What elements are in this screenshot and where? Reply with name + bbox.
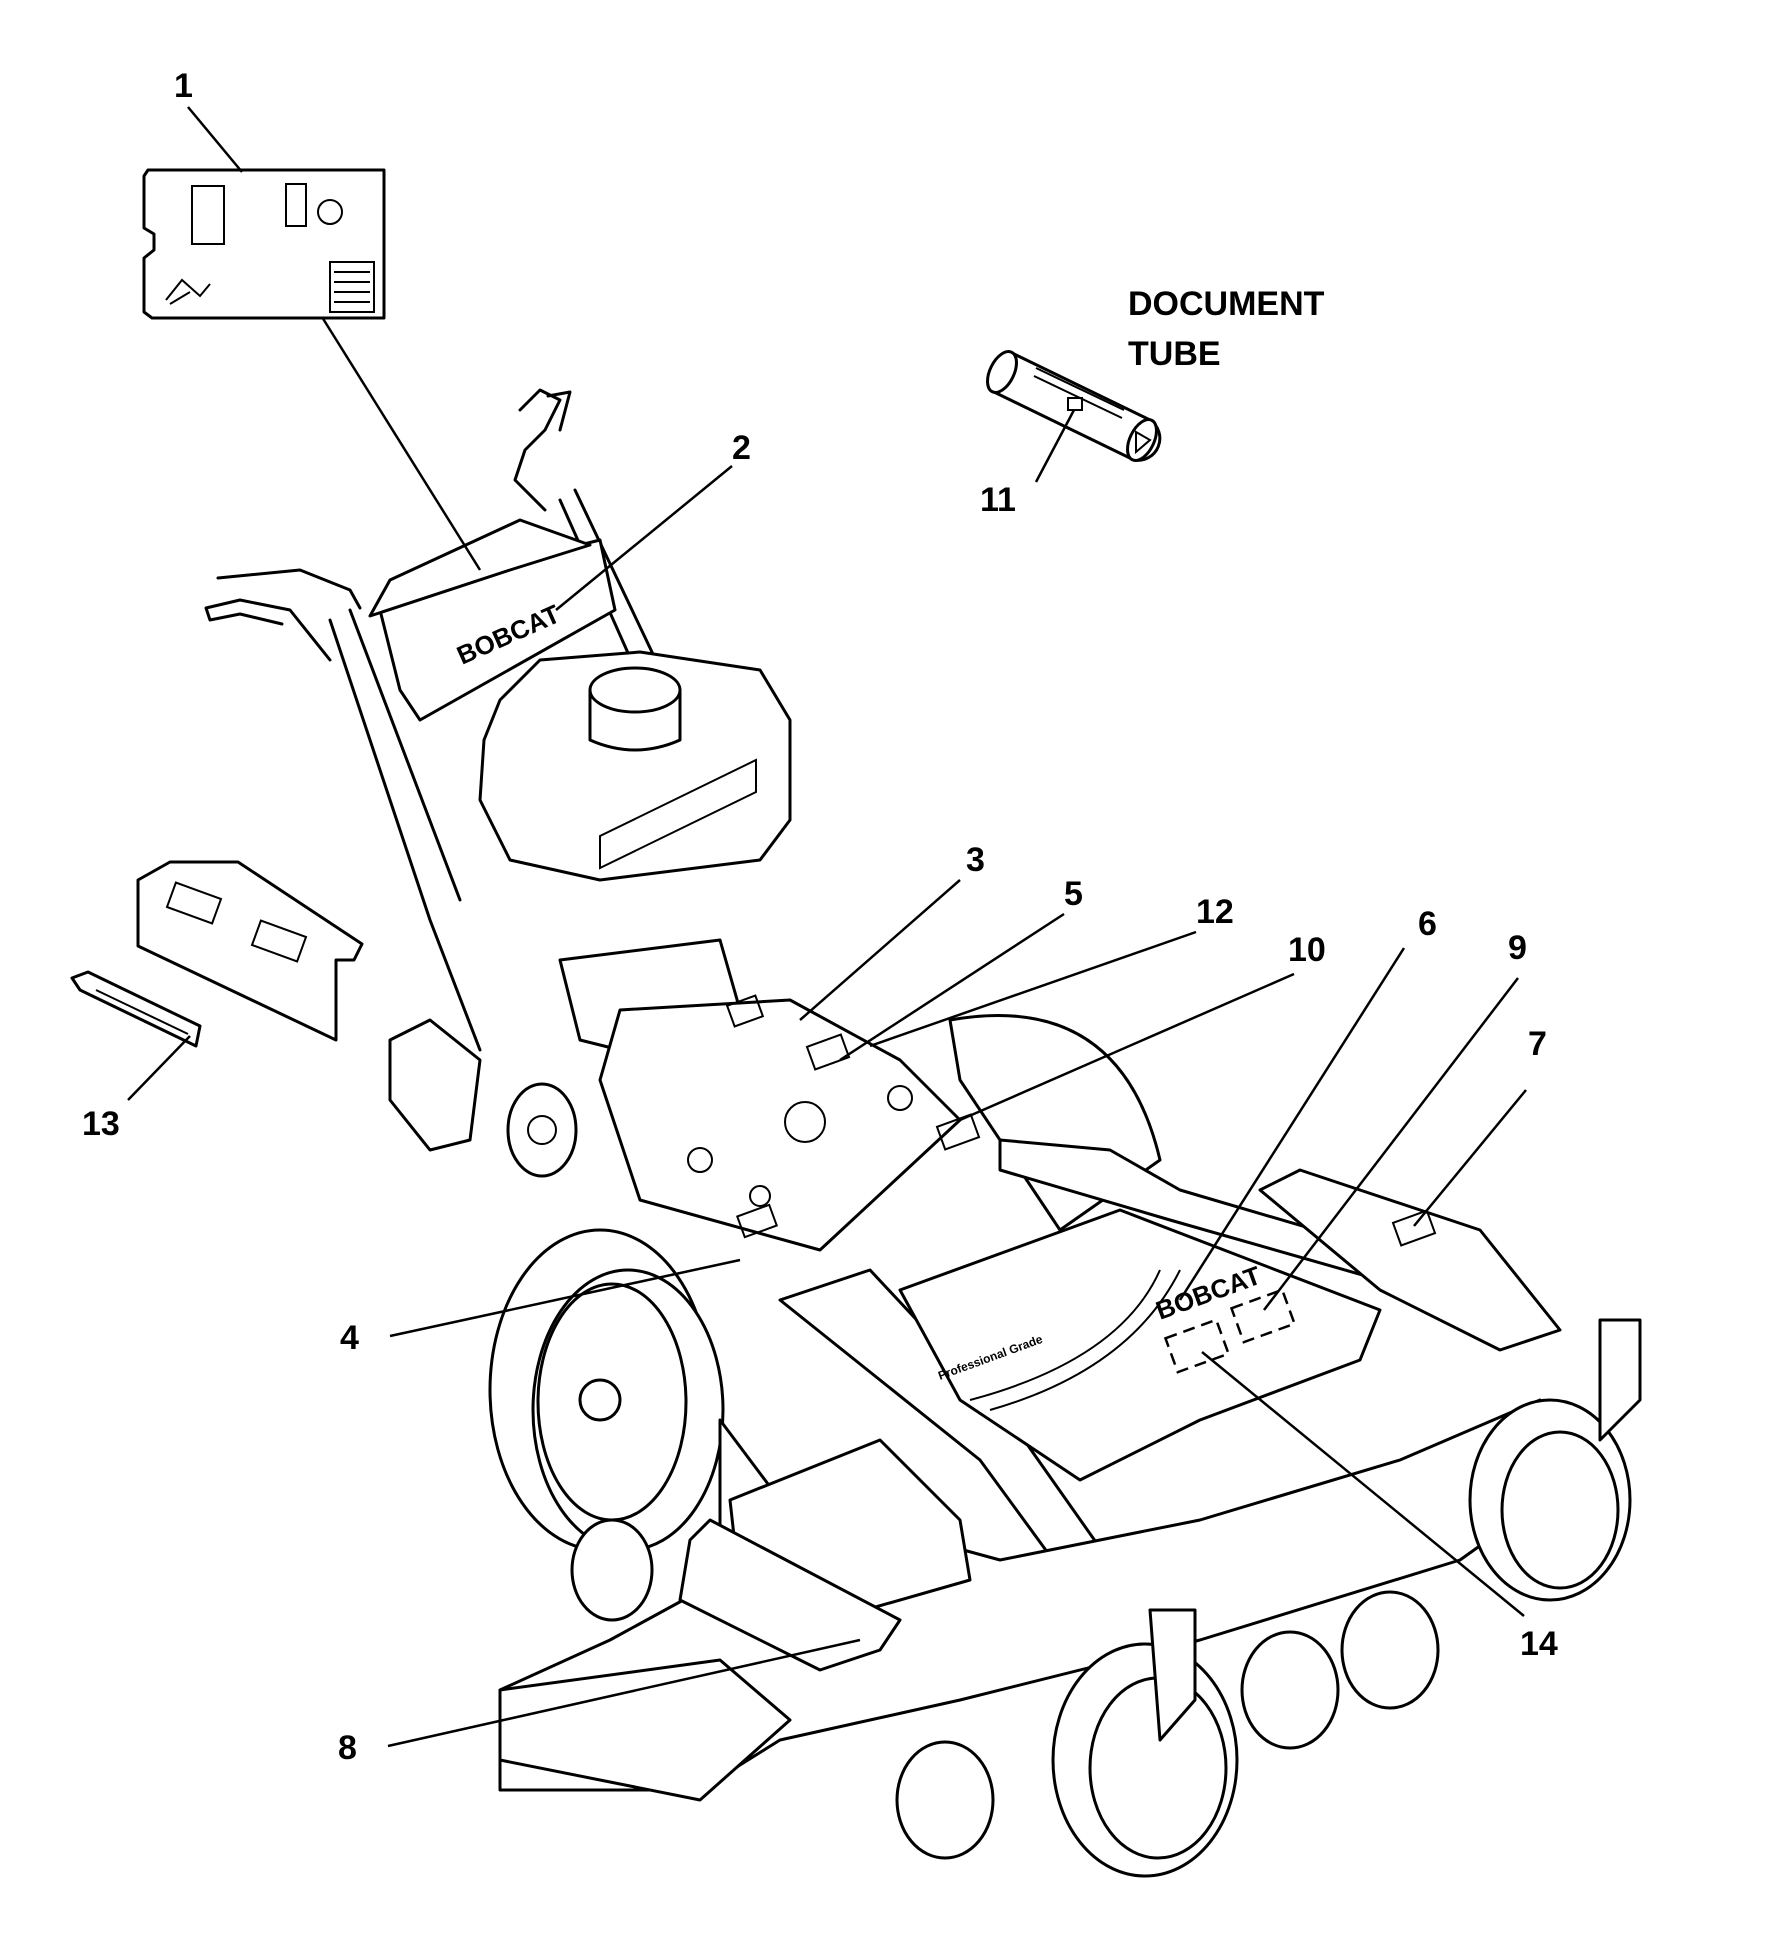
leader-1b	[320, 316, 482, 571]
leader-14	[1201, 1351, 1525, 1617]
leader-6	[1178, 947, 1406, 1301]
callout-14: 14	[1520, 1625, 1558, 1663]
document-tube-icon	[986, 350, 1162, 462]
leader-3	[799, 879, 961, 1021]
leader-5	[839, 912, 1065, 1062]
mower-icon: BOBCAT BOBCAT Pro	[70, 388, 1642, 1878]
callout-4: 4	[340, 1319, 359, 1357]
document-tube-label-line1: DOCUMENT	[1128, 285, 1325, 323]
leader-2	[555, 465, 733, 611]
callout-1: 1	[174, 67, 193, 105]
leader-13	[127, 1035, 191, 1101]
callout-13: 13	[82, 1105, 120, 1143]
callout-5: 5	[1064, 875, 1083, 913]
leader-lines	[127, 106, 1527, 1748]
callout-6: 6	[1418, 905, 1437, 943]
leader-12	[869, 930, 1197, 1048]
callout-2: 2	[732, 429, 751, 467]
document-tube-label-line2: TUBE	[1128, 335, 1221, 373]
callout-9: 9	[1508, 929, 1527, 967]
decal-sheet-icon	[142, 168, 386, 320]
callout-12: 12	[1196, 893, 1234, 931]
callout-3: 3	[966, 841, 985, 879]
leader-4	[389, 1258, 741, 1338]
leader-7	[1413, 1089, 1527, 1227]
leader-9	[1263, 977, 1519, 1311]
callout-10: 10	[1288, 931, 1326, 969]
leader-11	[1034, 409, 1076, 483]
leader-1	[187, 106, 243, 173]
leader-10	[959, 972, 1295, 1122]
leader-8	[387, 1638, 861, 1748]
callout-8: 8	[338, 1729, 357, 1767]
callout-11: 11	[980, 481, 1016, 519]
callout-7: 7	[1528, 1025, 1547, 1063]
